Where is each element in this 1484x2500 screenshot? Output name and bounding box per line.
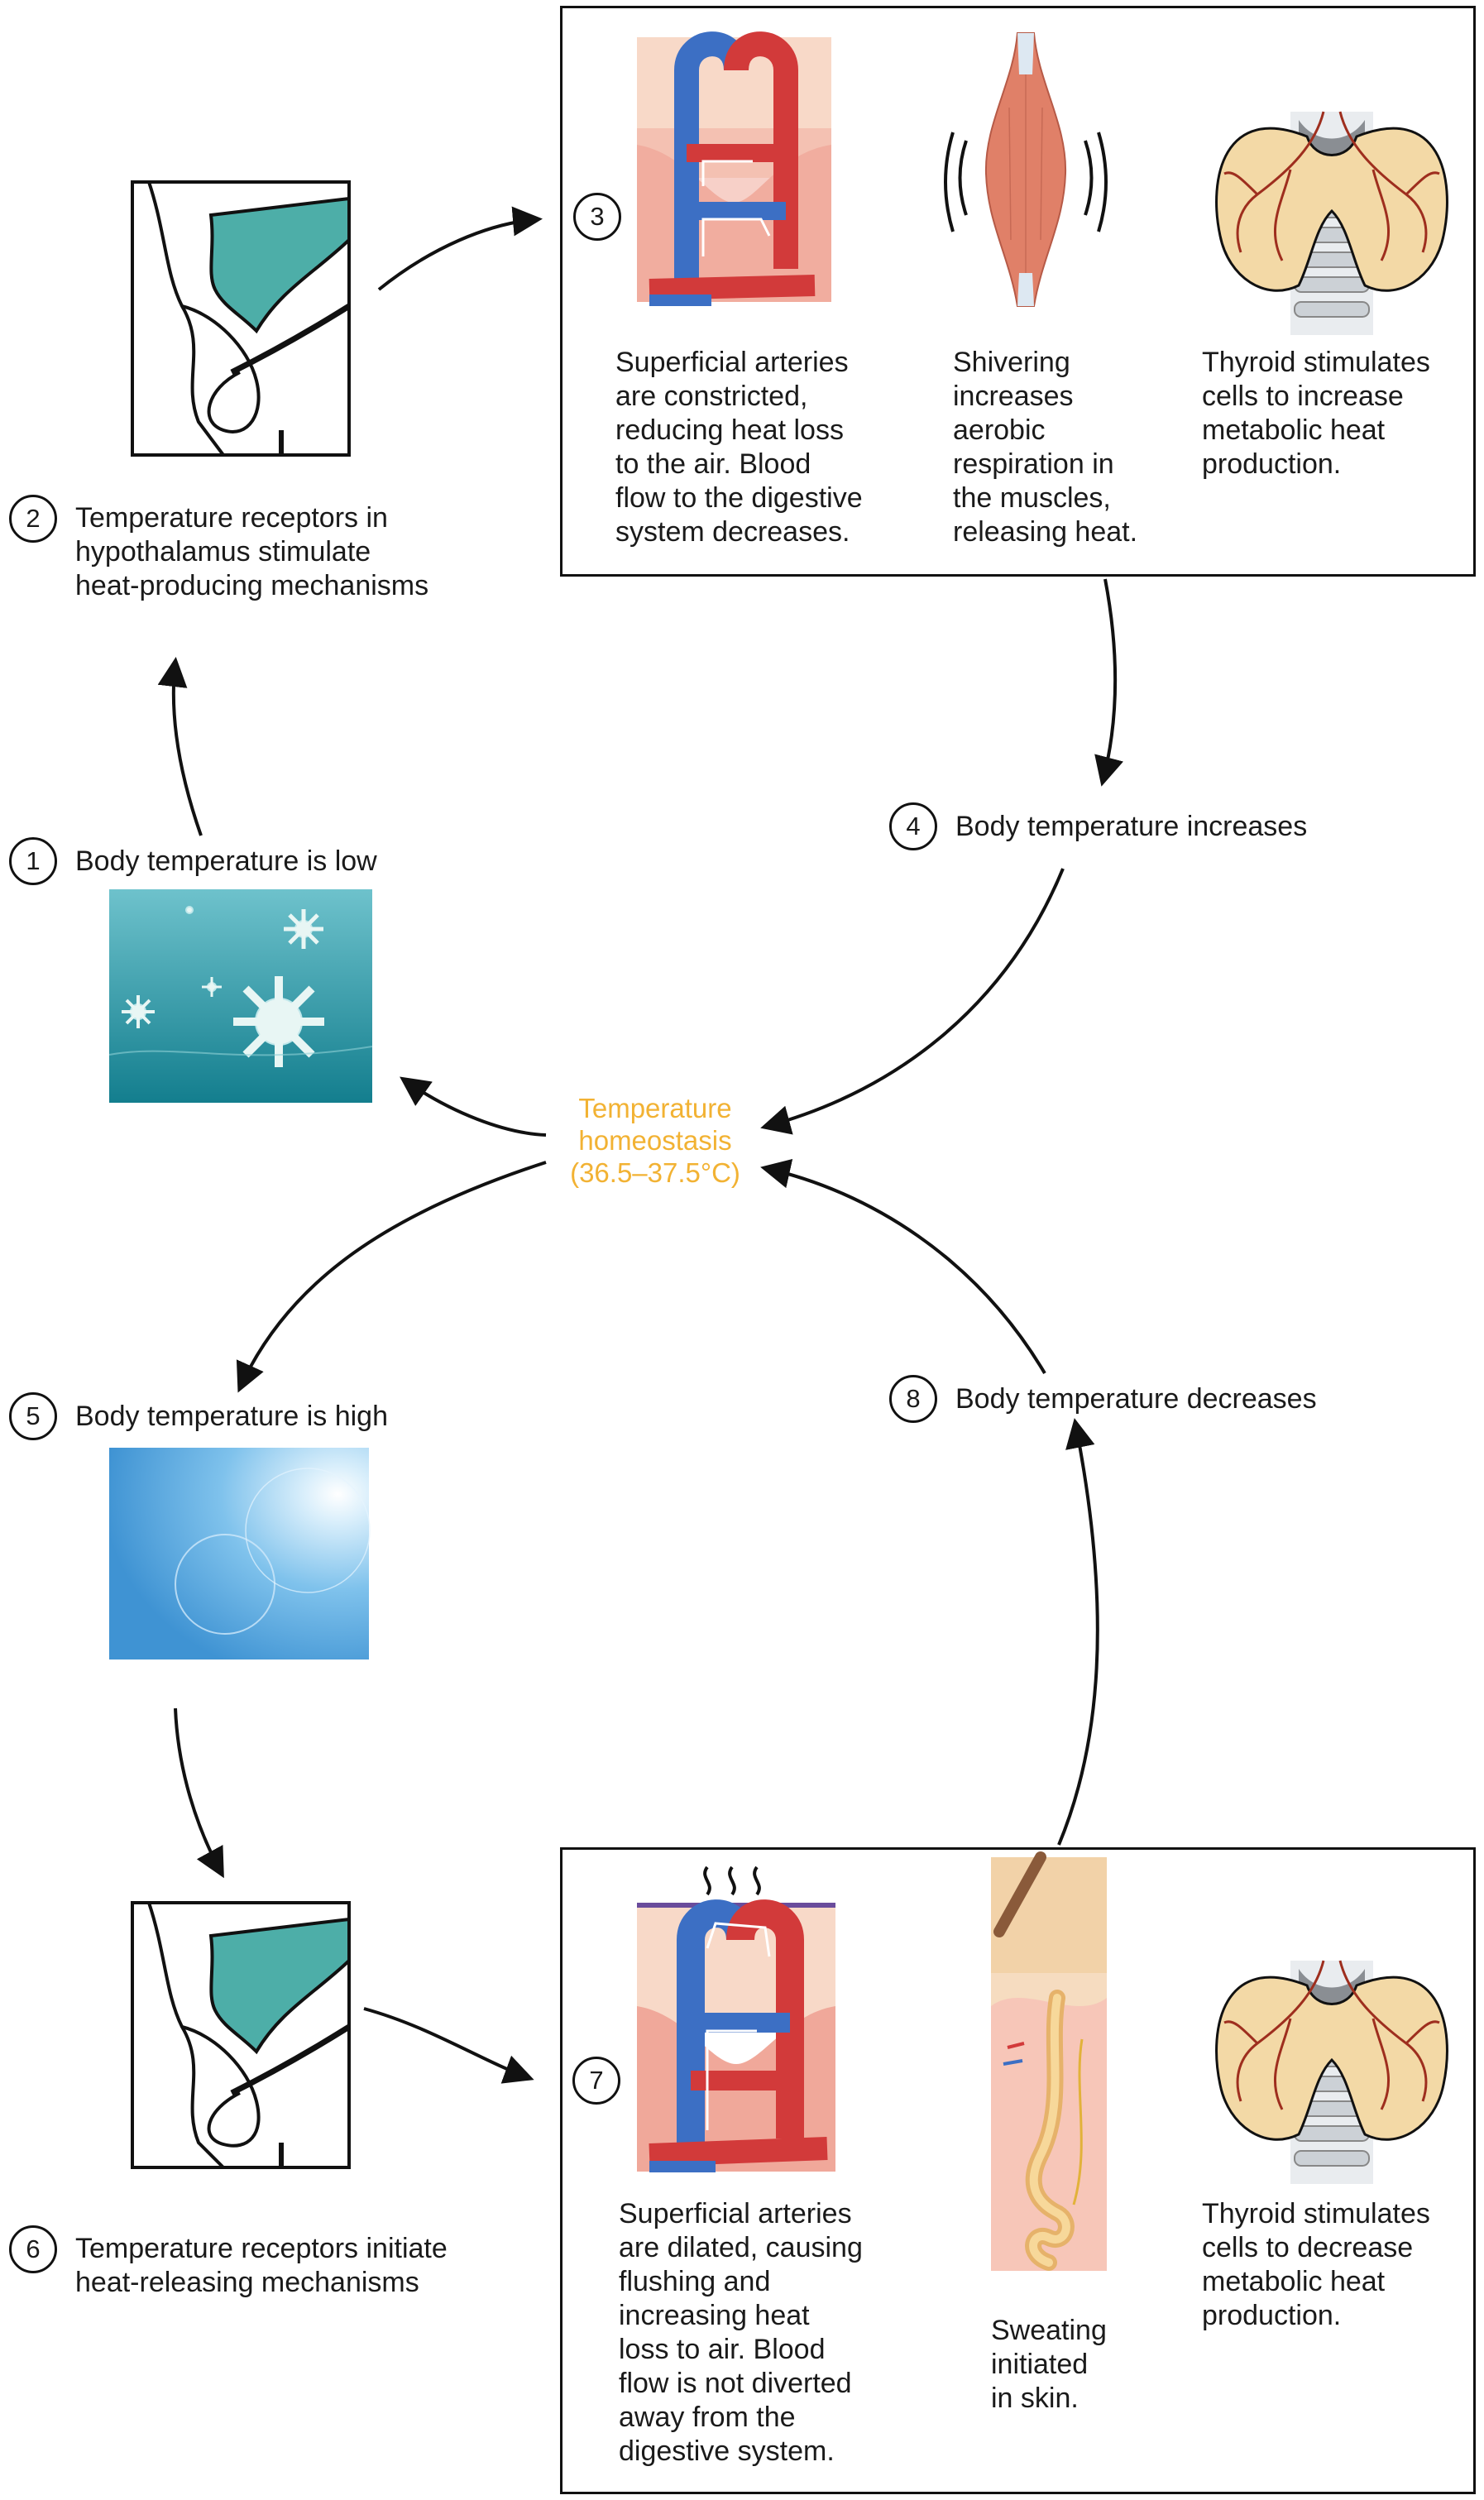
shivering-text: Shivering increases aerobic respiration …: [953, 347, 1138, 548]
arrow-center-to-1: [400, 1076, 547, 1137]
dilation-text: Superficial arteries are dilated, causin…: [619, 2198, 863, 2467]
step-1: 1 Body temperature is low: [9, 837, 377, 885]
arrow-4-to-center: [760, 868, 1065, 1135]
snowflake-image: [108, 889, 373, 1103]
step-number-badge: 1: [9, 837, 57, 885]
blood-vessels-icon: [637, 31, 831, 306]
thyroid-decrease-text: Thyroid stimulates cells to decrease met…: [1202, 2198, 1430, 2331]
step-text: Temperature receptors in hypothalamus st…: [75, 502, 429, 601]
arrow-1-to-2: [157, 657, 203, 836]
muscle-icon: [944, 32, 1108, 307]
arrow-5-to-6: [174, 1707, 224, 1879]
arrow-3-to-4: [1094, 578, 1123, 787]
arrow-6-to-7: [363, 2007, 534, 2084]
step-6: 6 Temperature receptors initiate heat-re…: [9, 2225, 448, 2300]
step-3-badge: 3: [573, 193, 621, 241]
thyroid-icon: [1215, 111, 1448, 335]
step-2: 2 Temperature receptors in hypothalamus …: [9, 495, 429, 603]
thyroid-increase-text: Thyroid stimulates cells to increase met…: [1202, 347, 1430, 480]
blood-vessels-icon-dilated: [637, 1865, 835, 2172]
step-text: Temperature receptors initiate heat-rele…: [75, 2233, 448, 2298]
arrow-8-to-center: [760, 1159, 1046, 1375]
constriction-text: Superficial arteries are constricted, re…: [615, 347, 863, 548]
step-number-badge: 5: [9, 1392, 57, 1440]
step-text: Body temperature increases: [955, 810, 1308, 842]
sweat-gland-icon: [991, 1851, 1107, 2271]
hypothalamus-icon-2: [131, 1901, 351, 2169]
step-number-badge: 6: [9, 2225, 57, 2273]
step-text: Body temperature decreases: [955, 1382, 1317, 1415]
step-8: 8 Body temperature decreases: [889, 1375, 1317, 1423]
step-4: 4 Body temperature increases: [889, 802, 1307, 850]
step-5: 5 Body temperature is high: [9, 1392, 388, 1440]
sun-image: [109, 1448, 371, 1659]
step-number-badge: 2: [9, 495, 57, 543]
step-number-badge: 4: [889, 802, 937, 850]
step-7-badge: 7: [572, 2057, 620, 2105]
homeostasis-label: Temperature homeostasis (36.5–37.5°C): [570, 1093, 740, 1188]
thyroid-icon-2: [1215, 1960, 1448, 2184]
arrow-2-to-3: [377, 206, 543, 291]
step-text: Body temperature is low: [75, 845, 377, 877]
arrow-center-to-5: [236, 1161, 547, 1393]
step-text: Body temperature is high: [75, 1400, 388, 1432]
sweating-text: Sweating initiated in skin.: [991, 2315, 1107, 2414]
hypothalamus-icon: [131, 180, 351, 457]
arrow-7-to-8: [1057, 1418, 1099, 1846]
step-number-badge: 8: [889, 1375, 937, 1423]
